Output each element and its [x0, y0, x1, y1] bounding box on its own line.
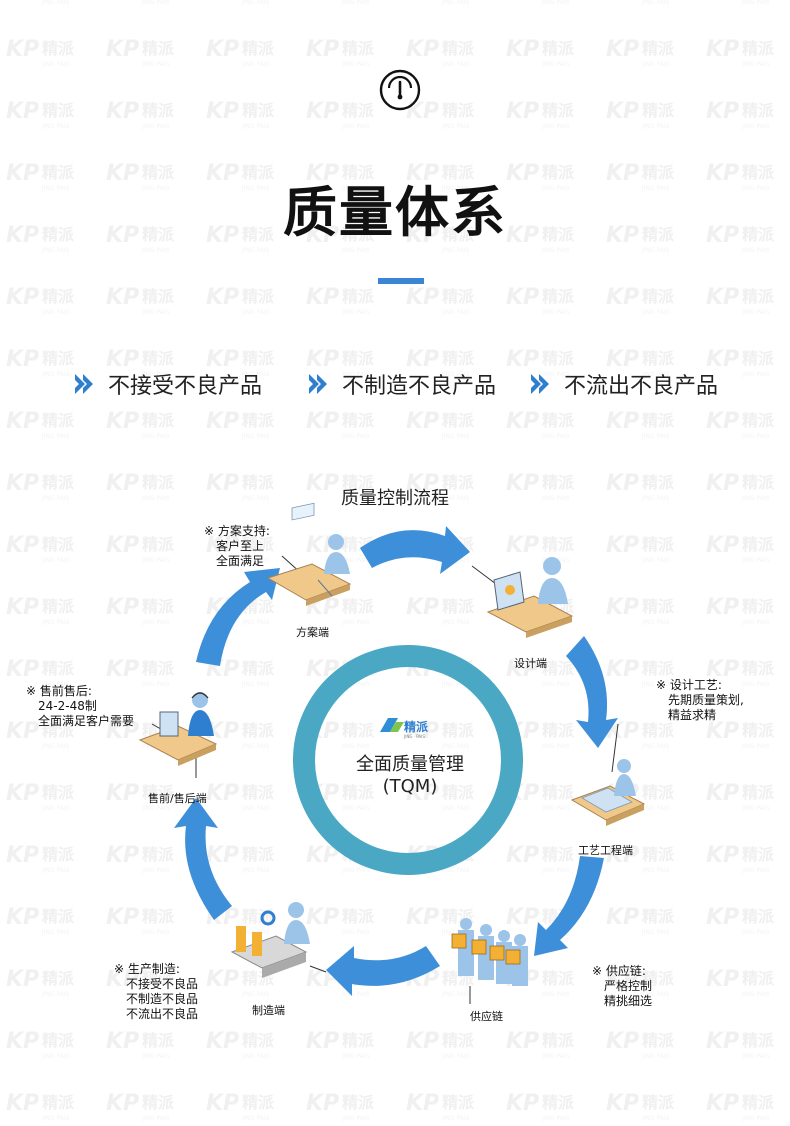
page-title: 质量体系 [283, 181, 507, 244]
cycle-arrow [326, 946, 440, 996]
company-logo: 精派 JING · PAIS [380, 718, 429, 739]
note-line: 严格控制 [604, 979, 653, 993]
cycle-arrow [360, 526, 470, 574]
note-plan: ※ 方案支持: 客户至上 全面满足 [204, 524, 270, 569]
note-heading: ※ 售前售后: [26, 684, 92, 698]
gauge-icon [379, 69, 421, 111]
note-line: 精挑细选 [604, 994, 653, 1008]
slogan-text: 不流出不良产品 [564, 374, 719, 399]
double-chevron-icon [75, 374, 93, 394]
title-underline [378, 278, 424, 284]
note-line: 不流出不良品 [126, 1007, 199, 1021]
node-label-manufacture: 制造端 [252, 1004, 285, 1017]
node-label-supply: 供应链 [470, 1010, 503, 1023]
note-manufacture: ※ 生产制造: 不接受不良品 不制造不良品 不流出不良品 [114, 962, 198, 1022]
note-heading: ※ 方案支持: [204, 524, 270, 538]
node-label-craft: 工艺工程端 [578, 844, 633, 857]
note-heading: ※ 生产制造: [114, 962, 180, 976]
note-line: 不制造不良品 [126, 992, 199, 1006]
node-label-service: 售前/售后端 [148, 792, 207, 805]
tqm-ring [293, 645, 523, 875]
service-node-illustration [138, 692, 218, 766]
cycle-arrow [566, 636, 618, 748]
slogan-item: 不接受不良产品 [72, 368, 262, 400]
node-label-plan: 方案端 [296, 626, 329, 639]
note-supply: ※ 供应链: 严格控制 精挑细选 [592, 964, 652, 1009]
note-line: 24-2-48制 [38, 699, 97, 713]
note-heading: ※ 设计工艺: [656, 678, 722, 692]
plan-node-illustration [266, 502, 352, 606]
double-chevron-icon [309, 374, 327, 394]
logo-text: 精派 [404, 719, 429, 734]
logo-subtext: JING · PAIS [403, 734, 425, 739]
supply-node-illustration [451, 918, 528, 986]
craft-node-illustration [570, 759, 646, 826]
slogan-text: 不接受不良产品 [108, 374, 263, 399]
note-line: 先期质量策划, [668, 693, 744, 707]
note-design: ※ 设计工艺: 先期质量策划, 精益求精 [656, 678, 744, 723]
note-line: 全面满足客户需要 [38, 714, 135, 728]
flow-title: 质量控制流程 [341, 488, 449, 509]
center-subtitle: (TQM) [382, 776, 438, 797]
cycle-arrow [534, 856, 604, 956]
slogan-item: 不流出不良产品 [528, 368, 718, 400]
manufacture-node-illustration [230, 902, 310, 978]
note-line: 精益求精 [668, 708, 717, 722]
slogan-item: 不制造不良产品 [306, 368, 496, 400]
note-line: 客户至上 [216, 539, 265, 553]
cycle-arrow [196, 568, 280, 666]
center-title: 全面质量管理 [356, 754, 464, 775]
note-line: 不接受不良品 [126, 977, 199, 991]
slogan-text: 不制造不良产品 [342, 374, 497, 399]
note-line: 全面满足 [216, 554, 265, 568]
note-heading: ※ 供应链: [592, 964, 646, 978]
note-service: ※ 售前售后: 24-2-48制 全面满足客户需要 [26, 684, 134, 729]
design-node-illustration [486, 557, 574, 638]
cycle-arrow [174, 798, 232, 920]
double-chevron-icon [531, 374, 549, 394]
node-label-design: 设计端 [514, 657, 547, 670]
